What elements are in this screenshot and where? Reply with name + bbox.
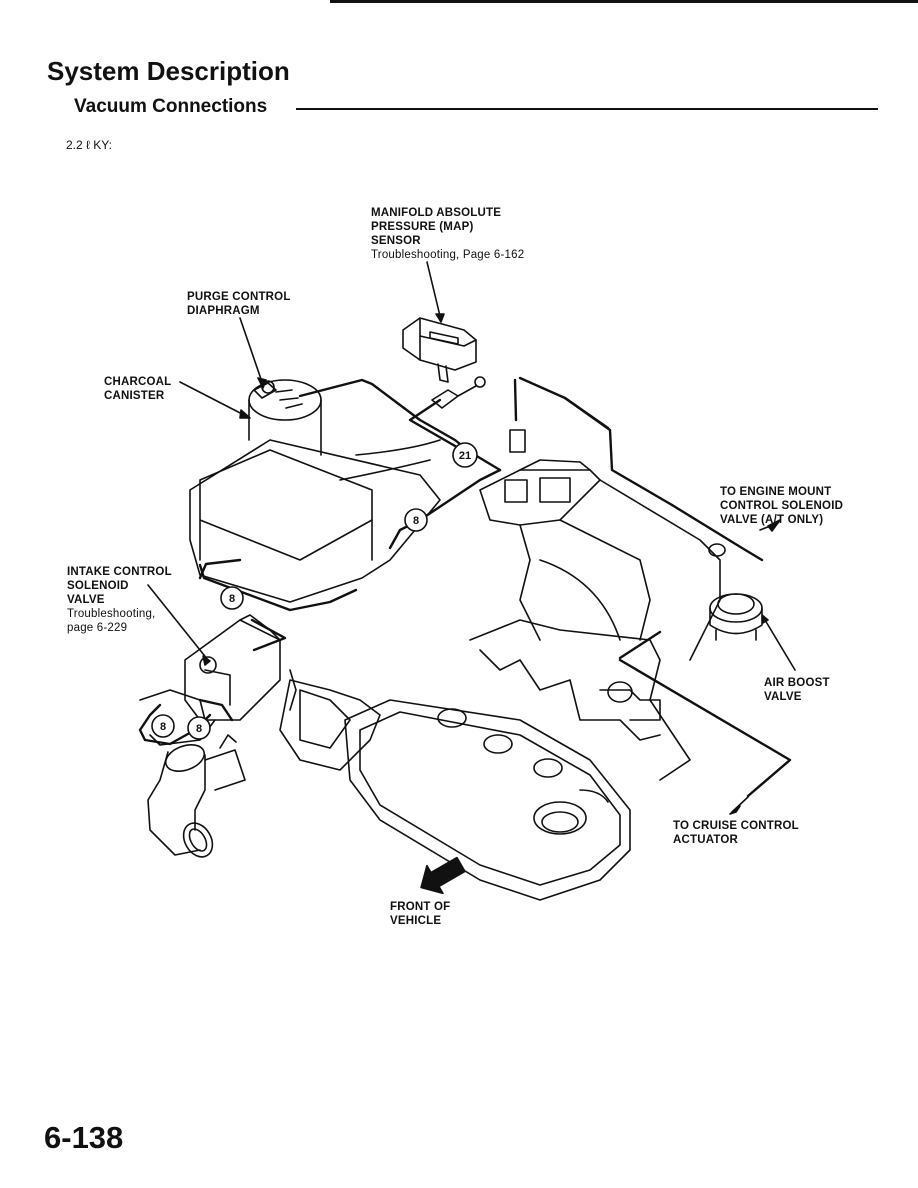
intake-control-ref-2: page 6-229	[67, 622, 128, 634]
intake-duct-shape	[139, 614, 381, 771]
top-rule	[330, 0, 918, 3]
elbow-hose-shape	[147, 734, 246, 858]
intake-manifold-shape	[479, 429, 726, 661]
front-of-vehicle-label: FRONT OF VEHICLE	[390, 901, 451, 927]
model-label: 2.2 ℓ KY:	[66, 138, 112, 152]
cylinder-head-shape	[469, 559, 691, 781]
svg-text:8: 8	[196, 723, 202, 735]
callout-8-lower-left: 8	[151, 714, 175, 738]
map-sensor-shape	[402, 317, 486, 409]
callout-8-upper: 8	[404, 508, 428, 532]
valve-cover-shape	[344, 699, 631, 901]
svg-text:8: 8	[229, 593, 235, 605]
charcoal-canister-label: CHARCOAL CANISTER	[104, 376, 172, 402]
map-sensor-label: MANIFOLD ABSOLUTE PRESSURE (MAP) SENSOR …	[371, 207, 525, 261]
callouts: 21 8 8 8 8	[151, 442, 478, 740]
callout-8-middle: 8	[220, 586, 244, 610]
engine-mount-label: TO ENGINE MOUNT CONTROL SOLENOID VALVE (…	[720, 486, 844, 526]
callout-8-lower-right: 8	[187, 716, 211, 740]
section-subtitle: Vacuum Connections	[74, 96, 268, 117]
page-number: 6-138	[44, 1120, 124, 1155]
charcoal-canister-shape	[248, 379, 322, 456]
leader-lines	[147, 261, 796, 815]
air-boost-label: AIR BOOST VALVE	[764, 677, 830, 703]
svg-text:21: 21	[459, 450, 471, 462]
svg-text:8: 8	[160, 721, 166, 733]
svg-text:8: 8	[413, 515, 419, 527]
air-cleaner-shape	[189, 439, 441, 603]
intake-control-label: INTAKE CONTROL SOLENOID VALVE Troublesho…	[67, 566, 172, 634]
cruise-control-label: TO CRUISE CONTROL ACTUATOR	[673, 820, 799, 846]
air-boost-valve-shape	[709, 593, 763, 641]
callout-21: 21	[452, 442, 478, 468]
purge-control-label: PURGE CONTROL DIAPHRAGM	[187, 291, 291, 317]
front-arrow-icon	[420, 856, 466, 895]
map-sensor-ref: Troubleshooting, Page 6-162	[371, 249, 525, 261]
vacuum-hoses	[138, 376, 792, 798]
intake-control-ref-1: Troubleshooting,	[67, 608, 156, 620]
subtitle-rule	[296, 108, 878, 110]
page-title: System Description	[47, 56, 290, 86]
